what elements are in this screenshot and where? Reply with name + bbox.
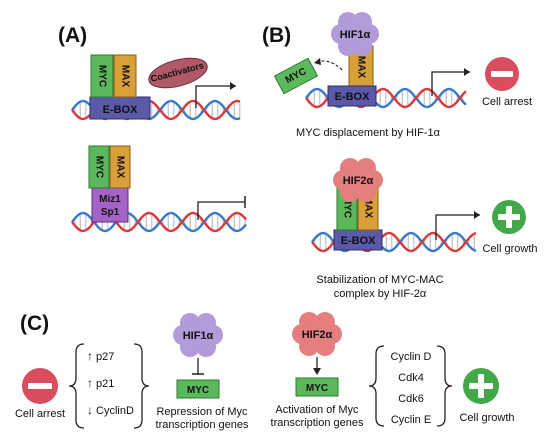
cyclin-e-label: Cyclin E	[391, 414, 431, 426]
repression-line-a-bottom	[197, 201, 245, 220]
cyclind-label: CyclinD	[96, 405, 134, 417]
myc-b-bottom-label: MYC	[341, 196, 352, 218]
hif1a-blob-b-top	[331, 12, 379, 56]
left-brace-repressed	[68, 343, 85, 429]
max-b-top-label: MAX	[355, 56, 366, 79]
cell-arrest-label-b: Cell arrest	[482, 96, 532, 108]
miz1-label: Miz1	[99, 194, 121, 205]
max-a-bottom	[109, 145, 131, 189]
repression-caption-line2: transcription genes	[156, 419, 249, 431]
transcription-arrow-b-bottom	[435, 214, 480, 240]
plus-v-c	[478, 374, 484, 398]
cyclin-d-label: Cyclin D	[391, 351, 432, 363]
displacement-arrowhead	[314, 58, 321, 65]
left-brace-activated	[368, 345, 385, 427]
cdk6-label: Cdk6	[398, 393, 424, 405]
max-a-bottom-label: MAX	[114, 156, 125, 179]
ebox-b-bottom-label: E-BOX	[341, 235, 377, 247]
cell-growth-label-b: Cell growth	[482, 243, 537, 255]
hif2a-blob-b-bottom	[333, 158, 383, 202]
transcription-arrow-b-top	[431, 71, 470, 96]
myc-displaced	[273, 57, 319, 95]
coactivators-blob	[148, 57, 208, 89]
cyclind-arrow: ↓	[87, 403, 93, 417]
cell-arrest-label-c: Cell arrest	[15, 408, 65, 420]
cdk4-label: Cdk4	[398, 372, 424, 384]
caption-b-bottom-line1: Stabilization of MYC-MAC	[316, 274, 443, 286]
p21-arrow: ↑	[87, 376, 93, 390]
ebox-b-top-label: E-BOX	[335, 91, 371, 103]
minus-bar-c	[28, 383, 52, 389]
myc-a-top-label: MYC	[96, 65, 107, 87]
myc-box-c-right	[295, 377, 339, 397]
p21-label: p21	[96, 378, 114, 390]
myc-box-c-right-label: MYC	[306, 383, 328, 394]
max-a-top	[113, 54, 137, 98]
max-a-top-label: MAX	[119, 65, 130, 88]
hif2a-blob-c	[292, 312, 342, 356]
right-brace-activated	[436, 345, 453, 427]
ebox-a-top-label: E-BOX	[103, 104, 139, 116]
activation-arrowhead-c	[313, 368, 321, 375]
myc-a-bottom	[88, 145, 110, 189]
myc-a-bottom-label: MYC	[93, 156, 104, 178]
myc-a-top	[90, 54, 114, 98]
right-brace-repressed	[133, 343, 150, 429]
myc-box-c-left	[176, 379, 220, 399]
p27-label: p27	[96, 351, 114, 363]
hif2a-label-c: HIF2α	[302, 329, 333, 341]
ebox-b-top	[327, 85, 377, 107]
myc-box-c-left-label: MYC	[187, 385, 209, 396]
minus-bar-b	[491, 71, 513, 77]
hif1a-label-c: HIF1α	[183, 330, 214, 342]
sp1-label: Sp1	[101, 207, 120, 218]
hif2a-label-b-bottom: HIF2α	[343, 175, 374, 187]
transcription-arrowhead-b-bottom	[474, 211, 480, 219]
activation-caption-line1: Activation of Myc	[275, 404, 359, 416]
transcription-arrow-a-top	[195, 85, 236, 108]
panel-b-label: (B)	[262, 24, 291, 47]
repression-caption-line1: Repression of Myc	[156, 406, 248, 418]
caption-b-top: MYC displacement by HIF-1α	[296, 127, 441, 139]
caption-b-bottom-line2: complex by HIF-2α	[334, 288, 427, 300]
cell-growth-label-c: Cell growth	[459, 412, 514, 424]
p27-arrow: ↑	[87, 349, 93, 363]
dna-strand-blue	[71, 211, 247, 233]
transcription-arrowhead-a-top	[230, 82, 236, 90]
max-b-bottom-label: MAX	[362, 196, 373, 219]
panel-a-label: (A)	[58, 24, 87, 47]
panel-c-label: (C)	[20, 312, 49, 335]
hif1a-blob-c	[173, 313, 223, 357]
hif1a-label-b-top: HIF1α	[340, 29, 371, 41]
transcription-arrowhead-b-top	[464, 68, 470, 76]
activation-caption-line2: transcription genes	[271, 417, 364, 429]
plus-v-b	[506, 206, 512, 228]
